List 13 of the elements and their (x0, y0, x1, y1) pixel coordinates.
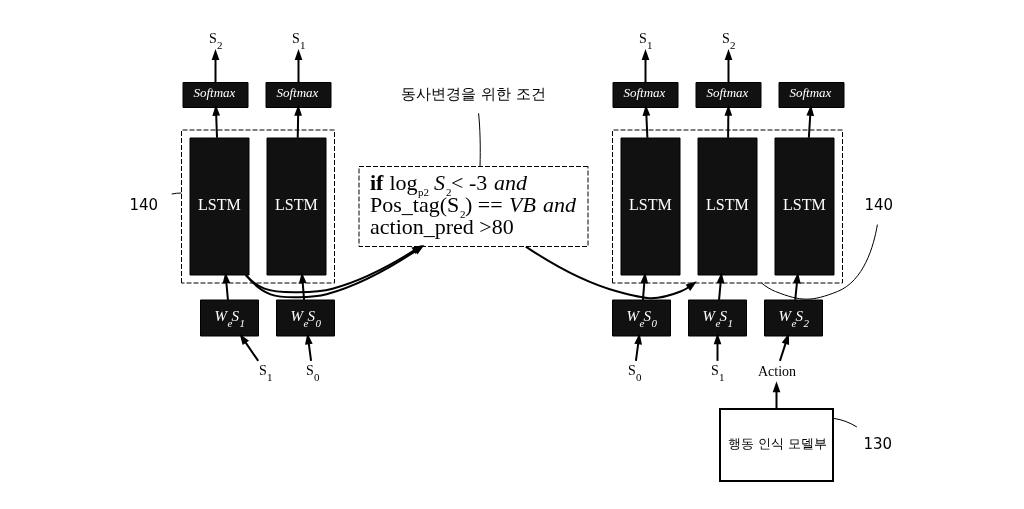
node-text: 130 (863, 434, 893, 452)
node-text: S$_{0}$ (628, 362, 642, 383)
node-text: S$_{0}$ (306, 362, 320, 383)
node-text: 140 (864, 195, 894, 214)
node-text: S$_{1}$ (259, 362, 273, 383)
node-text: S$_{2}$ (209, 30, 223, 51)
node-text: S$_{2}$ (722, 30, 736, 51)
node-text: S$_{1}$ (711, 362, 725, 383)
node-text: S$_{1}$ (639, 30, 653, 51)
node-text: Action (758, 363, 797, 379)
node-text: S$_{1}$ (292, 30, 306, 51)
node-text: 140 (129, 195, 159, 214)
node-text: 동사변경을 위한 조건 (401, 84, 546, 102)
